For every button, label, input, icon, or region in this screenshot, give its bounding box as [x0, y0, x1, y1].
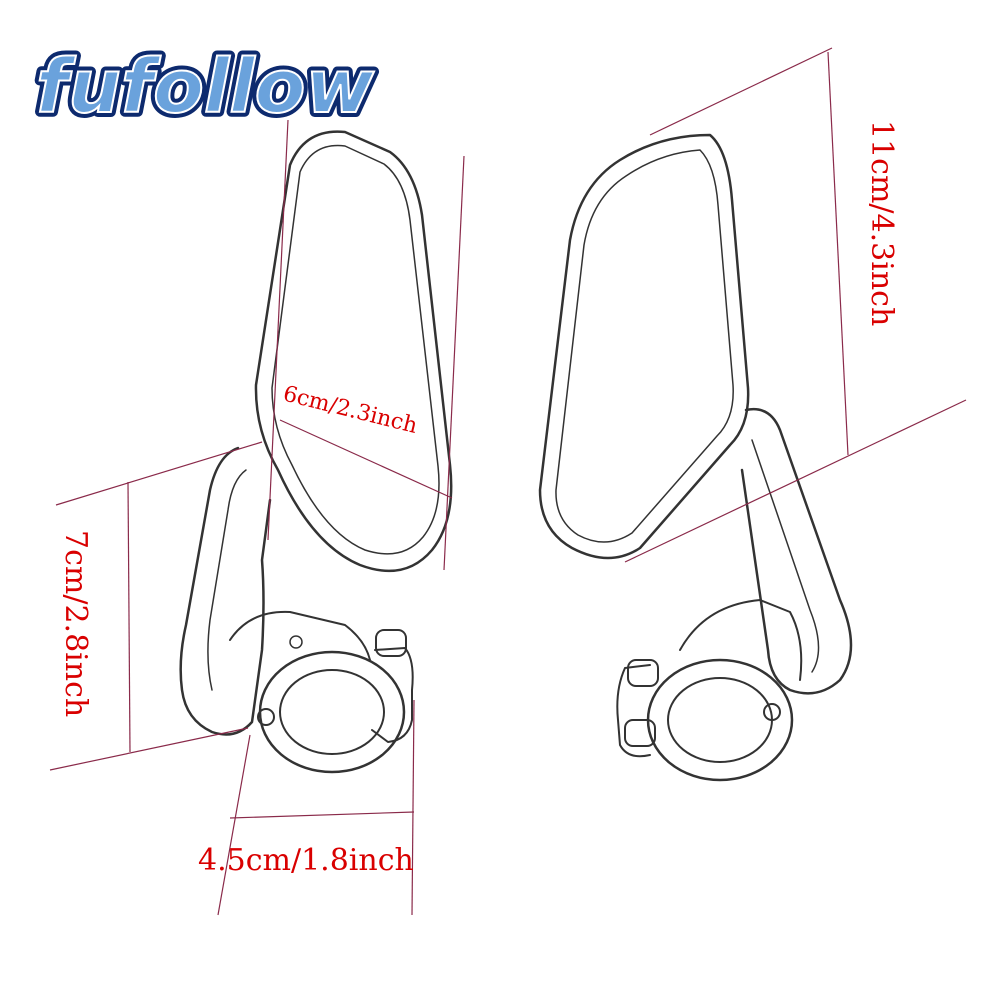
- right-mirror: [538, 133, 853, 782]
- right-clamp-screw: [763, 703, 781, 721]
- brand-logo: fufollow fufollow: [31, 39, 379, 135]
- left-clamp-bolt-head: [375, 629, 407, 657]
- left-mirror-arm-inner: [207, 469, 247, 691]
- width-ext-right: [443, 155, 465, 571]
- height-dim-line: [827, 51, 849, 456]
- height-ext-top: [649, 47, 833, 136]
- left-clamp-body: [229, 610, 371, 661]
- mirror-width-label: 6cm/2.3inch: [281, 382, 420, 439]
- height-ext-bottom: [624, 399, 967, 563]
- right-mirror-arm: [740, 407, 853, 695]
- arm-ext-top: [55, 441, 263, 506]
- right-mirror-arm-inner: [751, 439, 820, 673]
- arm-dim-line: [127, 481, 131, 753]
- width-ext-left: [267, 119, 289, 541]
- left-clamp-ring-inner: [279, 669, 385, 755]
- right-clamp-ring-inner: [667, 677, 773, 763]
- clamp-dim-line: [229, 811, 415, 819]
- left-mirror-head-outer: [254, 130, 453, 573]
- right-clamp: [616, 599, 803, 782]
- clamp-ext-left: [217, 734, 251, 916]
- left-clamp-screw-2: [289, 635, 303, 649]
- right-mirror-head-outer: [538, 133, 750, 560]
- brand-logo-outline: fufollow: [36, 44, 374, 130]
- right-mirror-head-inner: [555, 149, 734, 543]
- left-clamp: [229, 610, 414, 774]
- left-clamp-screw: [257, 708, 275, 726]
- left-clamp-tab: [371, 647, 414, 743]
- left-mirror-head-inner: [271, 144, 440, 555]
- left-mirror-arm: [179, 446, 272, 736]
- height-label: 11cm/4.3inch: [864, 120, 899, 326]
- arm-ext-bottom: [49, 727, 249, 771]
- left-mirror: [179, 130, 453, 774]
- right-clamp-body: [679, 599, 803, 681]
- width-dim-line: [279, 419, 453, 499]
- brand-logo-text: fufollow: [36, 44, 374, 130]
- arm-height-label: 7cm/2.8inch: [58, 530, 93, 717]
- right-clamp-tab: [616, 664, 651, 758]
- right-clamp-bolt-head: [627, 659, 659, 687]
- right-clamp-bolt-head-2: [624, 719, 656, 747]
- clamp-width-label: 4.5cm/1.8inch: [198, 843, 414, 878]
- dimension-lines: [49, 47, 967, 916]
- clamp-ext-right: [411, 699, 415, 916]
